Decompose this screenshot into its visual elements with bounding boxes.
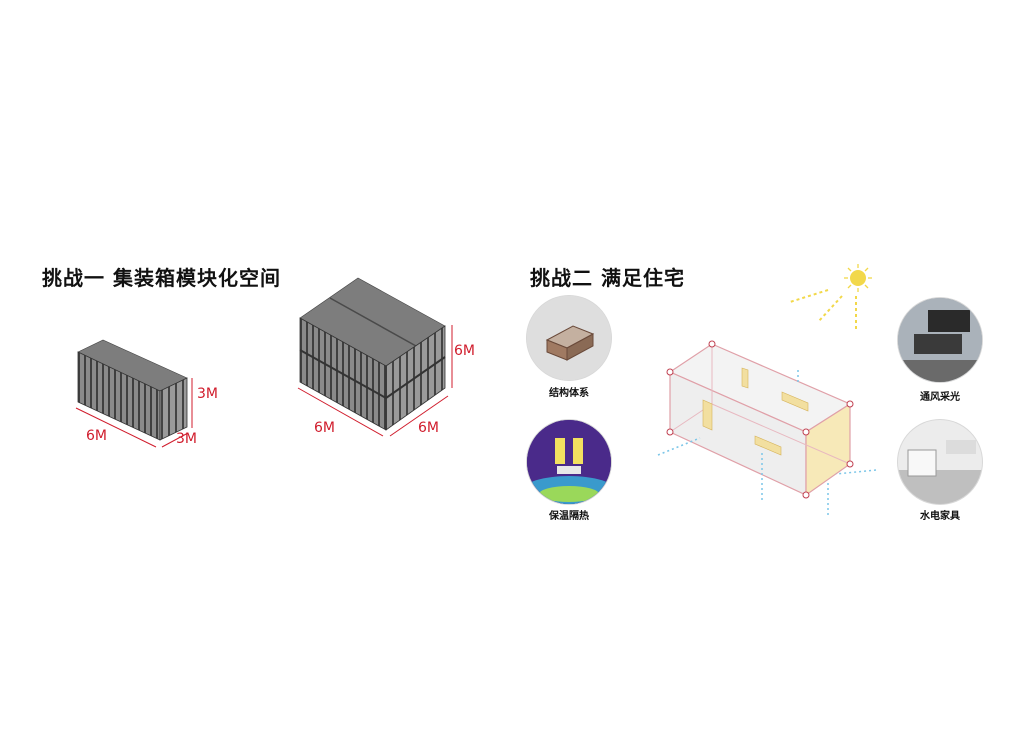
small-height-label: 3M	[197, 386, 218, 402]
large-height-label: 6M	[454, 343, 475, 359]
feature-label-structure: 结构体系	[519, 384, 619, 399]
small-width-label: 3M	[176, 431, 197, 447]
building-photo	[898, 298, 982, 382]
thermal-image	[527, 420, 611, 504]
structure-photo	[527, 296, 611, 380]
large-length-label: 6M	[314, 420, 335, 436]
feature-label-ventilation: 通风采光	[890, 388, 990, 403]
residential-container	[658, 264, 876, 515]
large-container	[298, 278, 452, 436]
feature-label-thermal: 保温隔热	[519, 507, 619, 522]
interior-photo	[898, 420, 982, 504]
large-width-label: 6M	[418, 420, 439, 436]
feature-label-utilities: 水电家具	[890, 507, 990, 522]
sun-icon	[850, 270, 866, 286]
small-length-label: 6M	[86, 428, 107, 444]
